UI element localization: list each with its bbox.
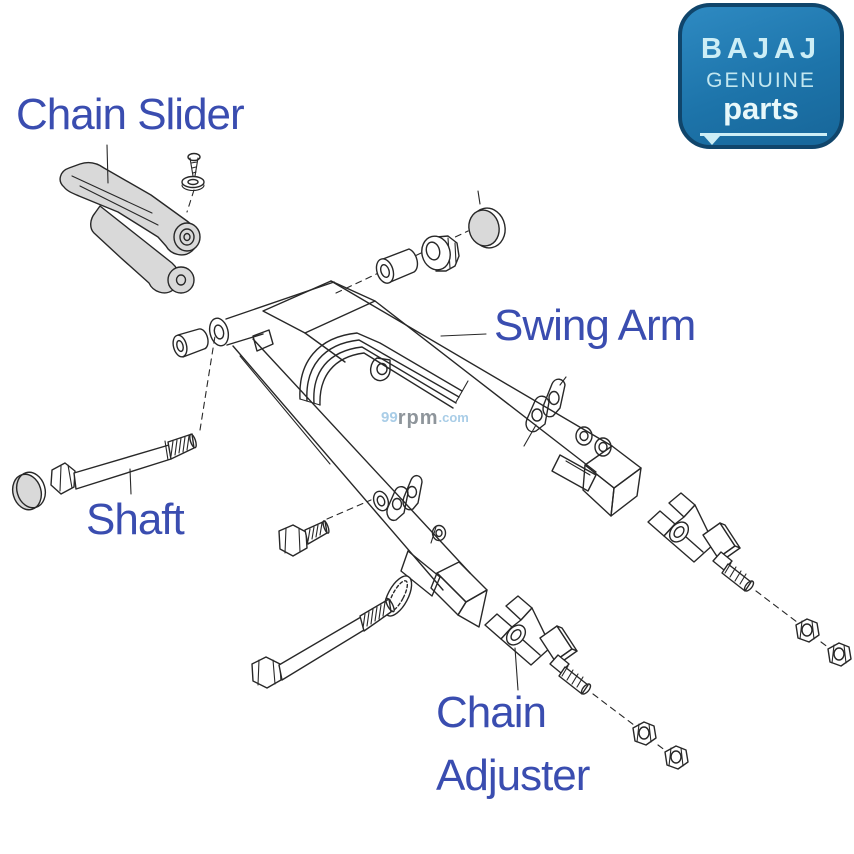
label-chain-adjuster-line2: Adjuster: [436, 751, 590, 801]
label-chain-adjuster-line1: Chain: [436, 688, 547, 737]
bajaj-genuine-parts-logo: BAJAJ GENUINE parts: [678, 3, 844, 149]
watermark-mid: rpm: [397, 407, 439, 429]
chain-slider-part: [59, 161, 201, 294]
lock-washer: [383, 575, 413, 617]
chain-adjuster-right: [647, 492, 852, 667]
short-mount-bolt: [278, 520, 330, 557]
leader-lines: [106, 144, 519, 691]
pivot-spacer-bushing: [375, 248, 419, 284]
label-swing-arm: Swing Arm: [494, 301, 696, 350]
logo-parts-text: parts: [723, 91, 799, 126]
slider-mounting-screw: [181, 152, 205, 192]
watermark-tld: .com: [438, 410, 469, 425]
pivot-bushing-left: [172, 328, 209, 358]
logo-genuine-text: GENUINE: [706, 69, 816, 92]
watermark-num: 99: [381, 409, 398, 426]
label-chain-slider: Chain Slider: [16, 90, 245, 139]
label-chain-adjuster: Chain Adjuster: [436, 688, 590, 801]
watermark: 99rpm.com: [381, 407, 469, 430]
pivot-axle-nut: [421, 235, 460, 272]
swing-arm-frame: [208, 280, 642, 628]
pivot-dust-cap: [468, 190, 506, 249]
label-shaft: Shaft: [86, 495, 185, 544]
logo-arrow-down-icon: [704, 136, 720, 145]
logo-brand-text: BAJAJ: [700, 33, 822, 65]
pivot-shaft-bolt: [11, 433, 197, 511]
long-mount-bolt: [251, 597, 395, 689]
logo-underline: [700, 133, 827, 136]
